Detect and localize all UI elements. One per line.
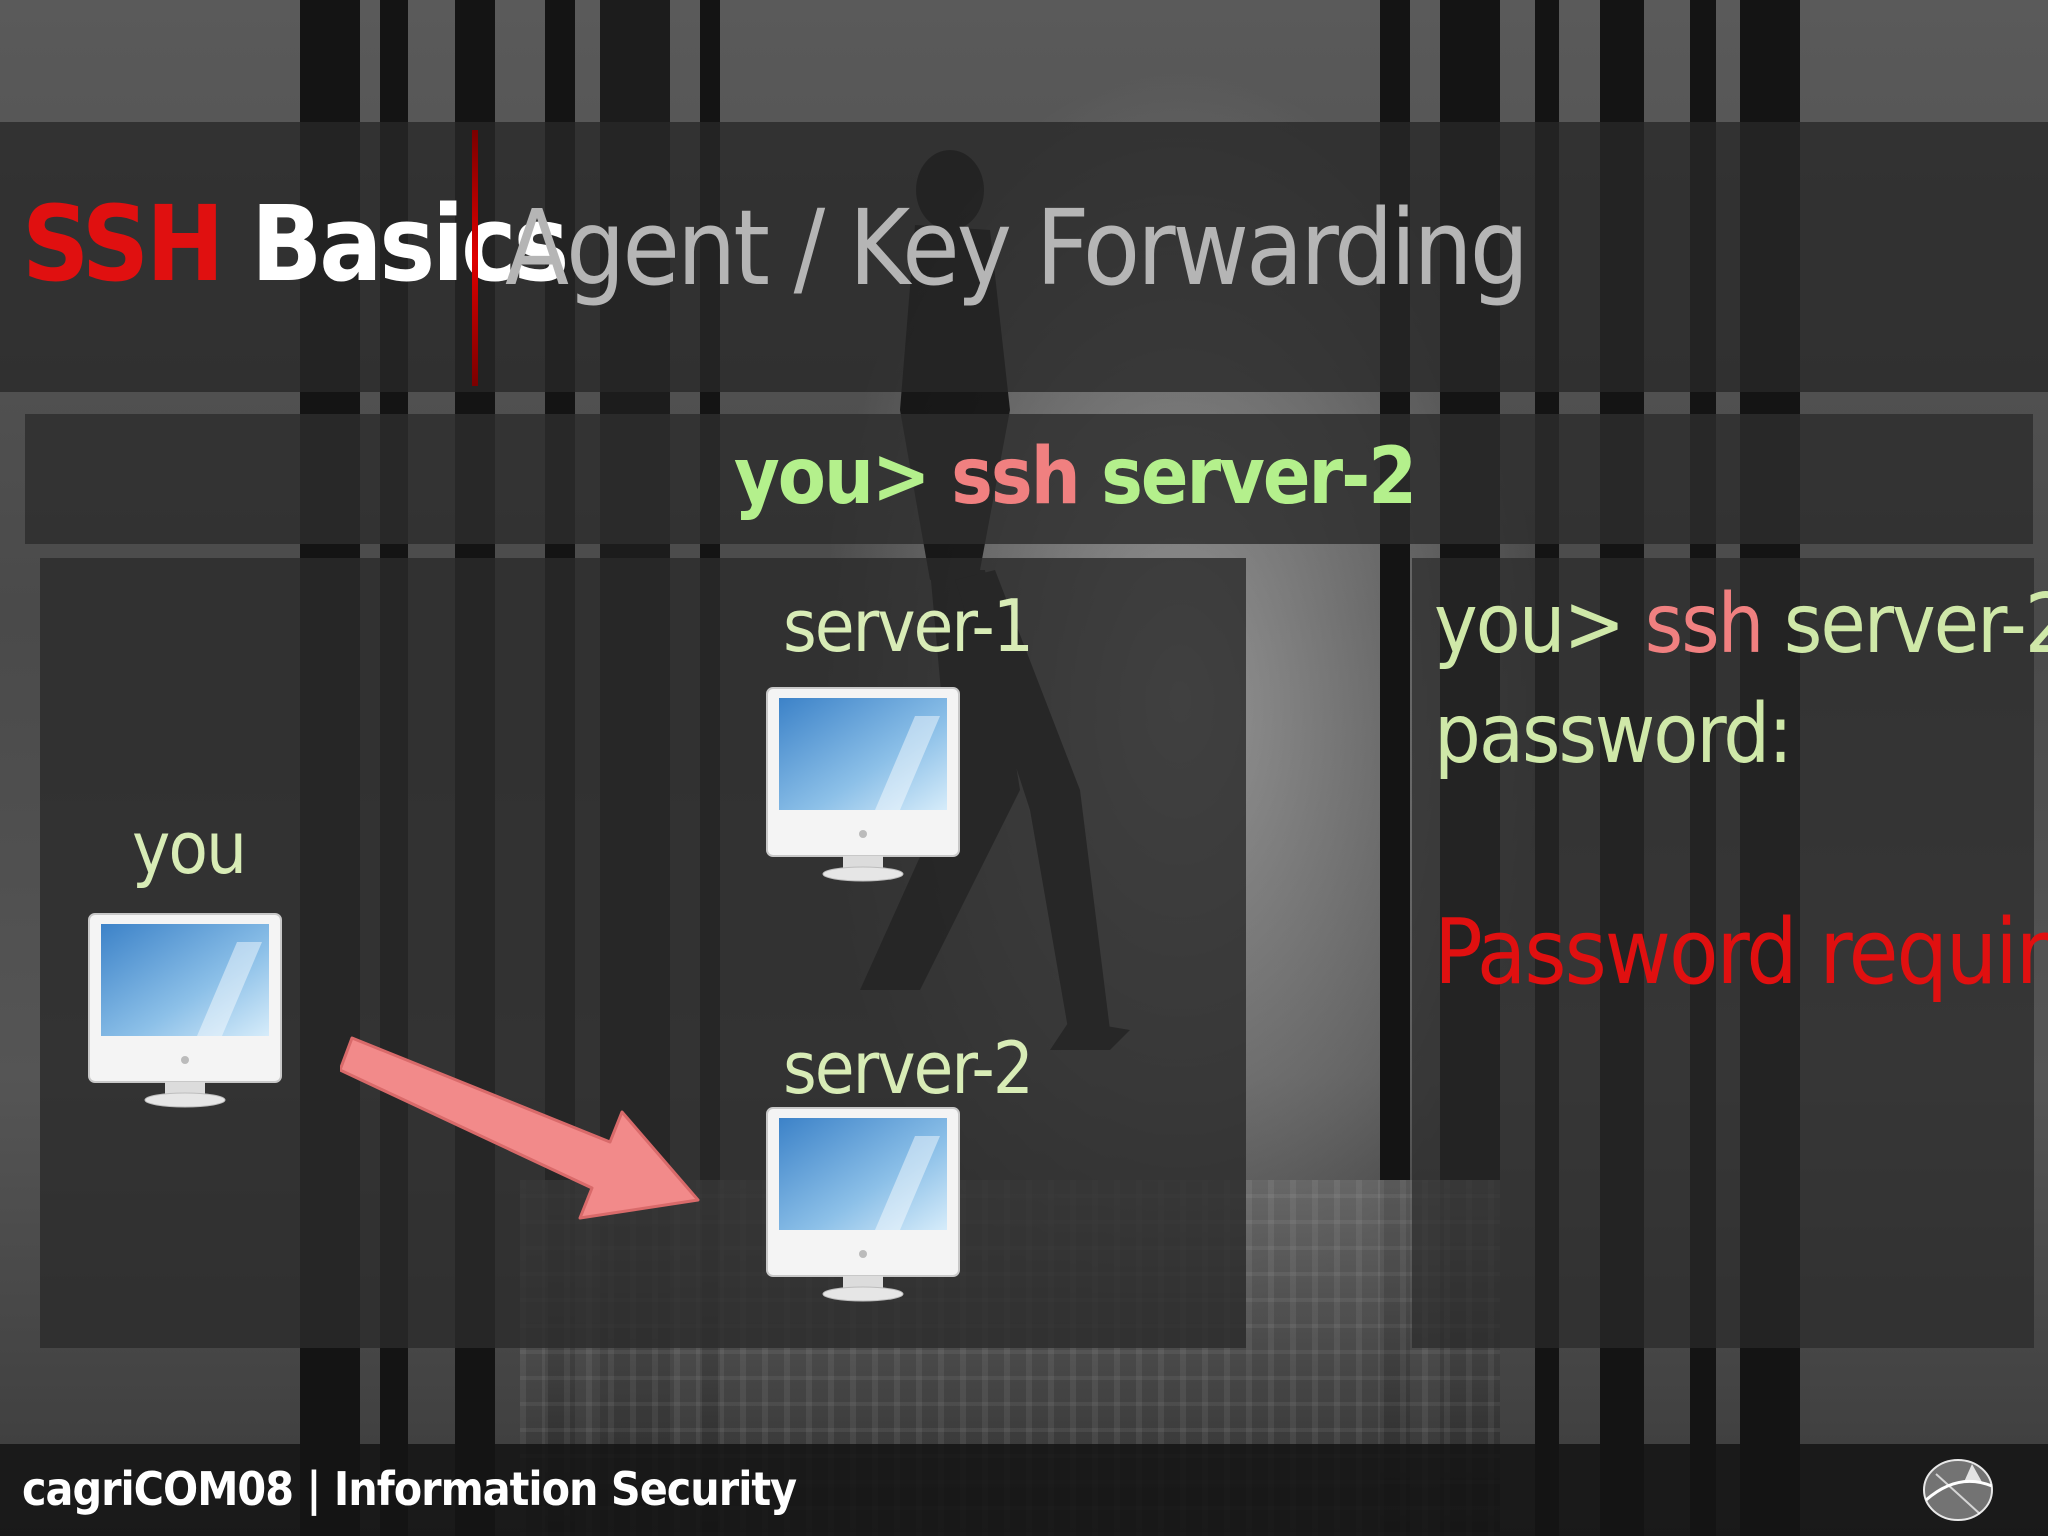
command-ssh: ssh bbox=[951, 432, 1081, 522]
slide-subtitle: Agent / Key Forwarding bbox=[505, 187, 1529, 309]
title-ssh: SSH bbox=[22, 183, 224, 305]
server-1-computer-icon bbox=[766, 687, 960, 882]
terminal-password-prompt: password: bbox=[1434, 687, 1793, 782]
command-bar bbox=[25, 414, 2033, 544]
terminal-ssh: ssh bbox=[1644, 577, 1765, 672]
terminal-prompt: you> bbox=[1434, 577, 1625, 672]
command-line: you> ssh server-2 bbox=[734, 438, 1417, 516]
slide-title: SSH Basics bbox=[22, 192, 569, 296]
terminal-command-line: you> ssh server-2 bbox=[1434, 584, 2048, 666]
terminal-result: Password required bbox=[1434, 900, 2048, 1005]
server-2-computer-icon bbox=[766, 1107, 960, 1302]
globe-logo-icon bbox=[1923, 1459, 1993, 1521]
terminal-panel bbox=[1412, 558, 2034, 1348]
footer-bar bbox=[0, 1444, 2048, 1536]
command-target: server-2 bbox=[1101, 432, 1417, 522]
title-bar bbox=[0, 122, 2048, 392]
you-label: you bbox=[132, 806, 247, 890]
title-divider bbox=[472, 130, 478, 386]
connection-arrow-icon bbox=[340, 1036, 700, 1220]
server-1-label: server-1 bbox=[783, 584, 1034, 668]
you-computer-icon bbox=[88, 913, 282, 1108]
command-prompt: you> bbox=[734, 432, 931, 522]
terminal-target: server-2 bbox=[1783, 577, 2048, 672]
footer-text: cagriCOM08 | Information Security bbox=[22, 1462, 797, 1516]
title-basics: Basics bbox=[250, 183, 569, 305]
server-2-label: server-2 bbox=[783, 1026, 1034, 1110]
